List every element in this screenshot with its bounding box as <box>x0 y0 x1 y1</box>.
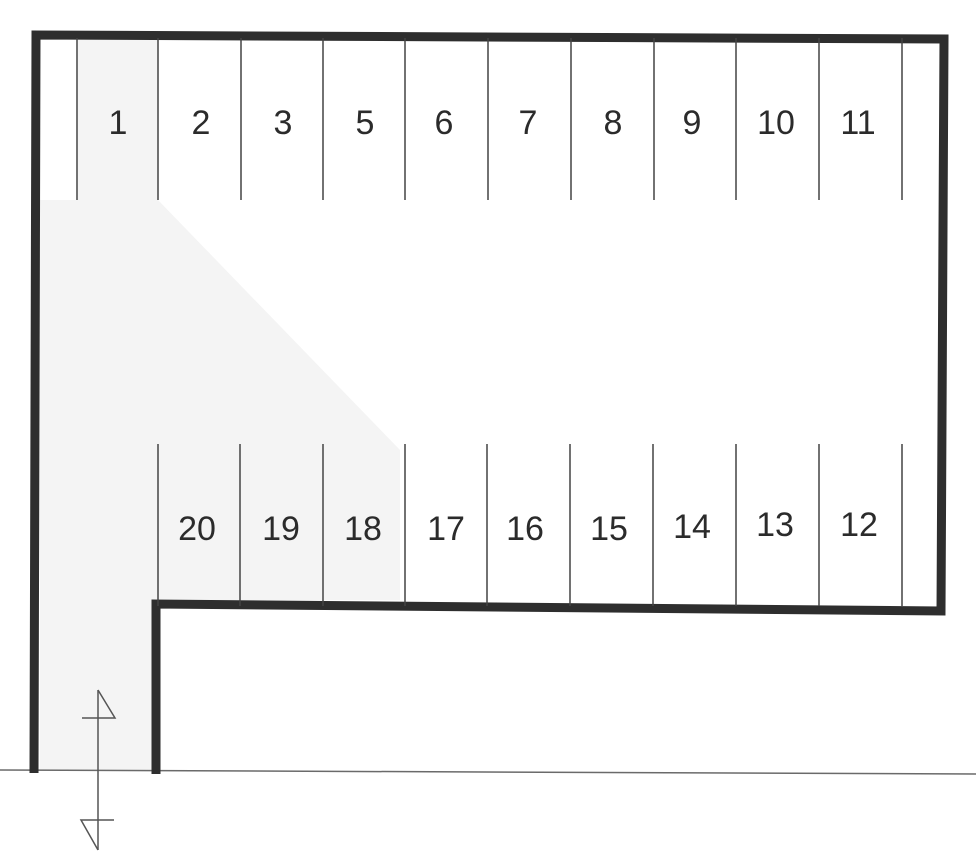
space-number: 17 <box>427 510 465 548</box>
space-number: 11 <box>840 104 875 142</box>
space-number: 18 <box>344 510 382 548</box>
driveway-shading <box>40 40 400 770</box>
space-number: 3 <box>274 104 293 142</box>
space-number: 8 <box>604 104 623 142</box>
space-number: 9 <box>683 104 702 142</box>
space-number: 14 <box>673 508 711 546</box>
space-number: 15 <box>590 510 628 548</box>
space-number: 5 <box>356 104 375 142</box>
space-number: 20 <box>178 510 216 548</box>
bottom-row-dividers <box>157 444 903 606</box>
space-number: 10 <box>757 104 795 142</box>
lot-boundary-wall <box>29 30 949 774</box>
road-line <box>0 769 976 775</box>
space-number: 6 <box>435 104 454 142</box>
space-number: 13 <box>756 506 794 544</box>
space-number: 7 <box>519 104 538 142</box>
bottom-row-space-numbers: 20 19 18 17 16 15 14 13 12 <box>178 506 878 548</box>
space-number: 1 <box>109 104 128 142</box>
two-way-arrow-icon <box>79 689 117 851</box>
space-number: 16 <box>506 510 544 548</box>
top-row-dividers <box>76 38 903 200</box>
top-row-space-numbers: 1 2 3 5 6 7 8 9 10 11 <box>109 104 876 142</box>
space-number: 19 <box>262 510 300 548</box>
space-number: 2 <box>192 104 211 142</box>
space-number: 12 <box>840 506 878 544</box>
